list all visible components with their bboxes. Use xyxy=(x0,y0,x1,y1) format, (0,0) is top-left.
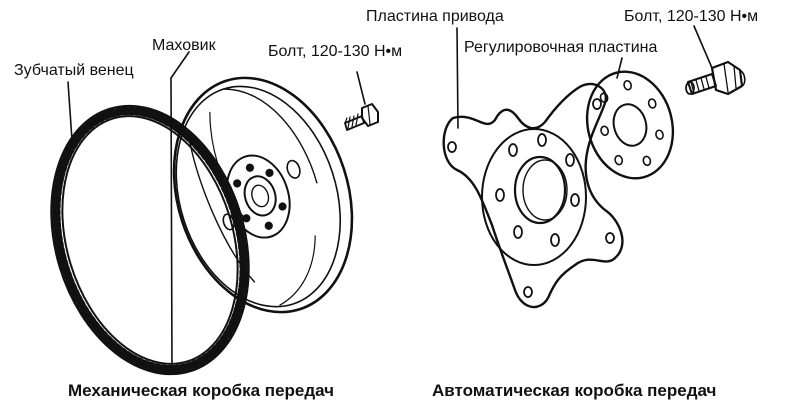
label-bolt-right: Болт, 120-130 Н•м xyxy=(624,8,759,25)
adjusting-plate xyxy=(585,70,675,180)
label-bolt-left: Болт, 120-130 Н•м xyxy=(268,43,403,60)
drive-plate xyxy=(442,82,624,309)
leader-lines xyxy=(67,25,713,373)
label-ring-gear: Зубчатый венец xyxy=(14,62,134,79)
label-adjusting-plate: Регулировочная пластина xyxy=(464,39,658,56)
flywheel xyxy=(172,76,354,314)
bolt-right xyxy=(685,60,746,96)
ring-gear xyxy=(50,104,250,376)
label-drive-plate: Пластина привода xyxy=(366,8,504,25)
caption-automatic-transmission: Автоматическая коробка передач xyxy=(432,381,717,400)
label-flywheel: Маховик xyxy=(152,37,216,54)
caption-manual-transmission: Механическая коробка передач xyxy=(68,381,335,400)
bolt-left xyxy=(344,103,379,131)
